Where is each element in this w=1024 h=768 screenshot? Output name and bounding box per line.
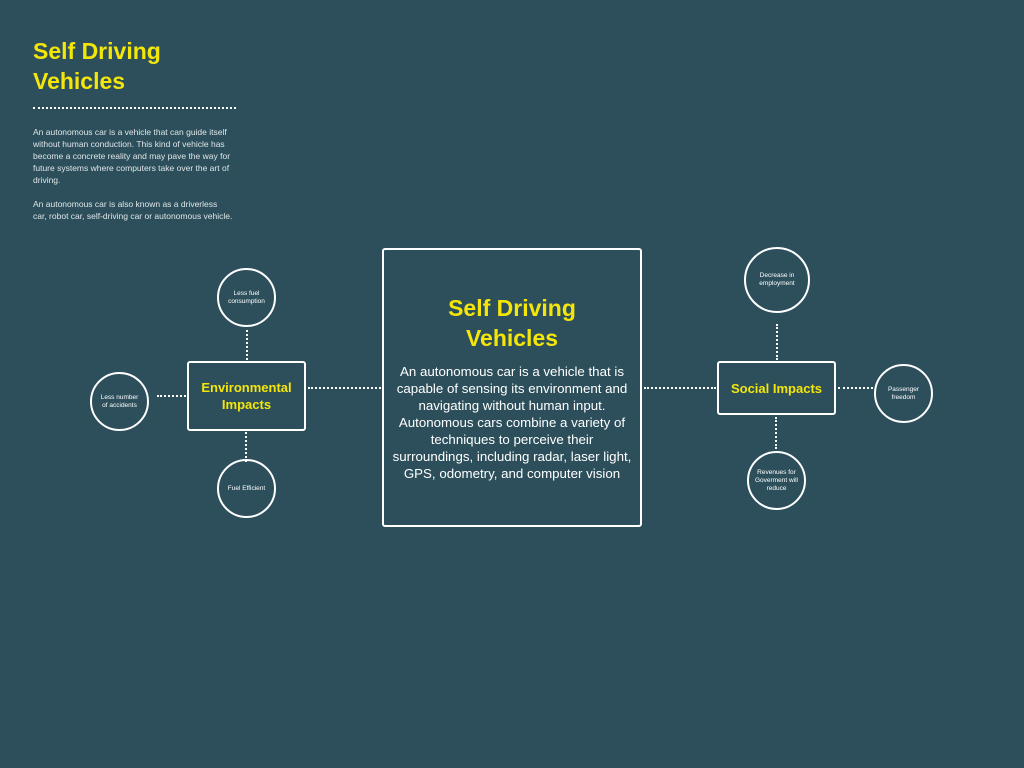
fuel-efficient-label: Fuel Efficient: [227, 484, 266, 492]
connector-env-center: [308, 387, 381, 389]
intro-paragraph-2: An autonomous car is also known as a dri…: [33, 199, 233, 221]
environmental-impacts-box: Environmental Impacts: [187, 361, 306, 431]
connector-env-top: [246, 330, 248, 360]
social-impacts-label: Social Impacts: [730, 380, 823, 396]
connector-center-social: [644, 387, 716, 389]
connector-social-top: [776, 324, 778, 360]
less-accidents-label: Less number of accidents: [100, 393, 139, 409]
intro-text: An autonomous car is a vehicle that can …: [33, 126, 233, 234]
social-impacts-box: Social Impacts: [717, 361, 836, 415]
title-divider: [33, 107, 236, 109]
government-revenue-label: Revenues for Goverment will reduce: [755, 468, 798, 492]
page-title: Self Driving Vehicles: [33, 38, 161, 94]
passenger-freedom-node: Passenger freedom: [874, 364, 933, 423]
environmental-impacts-label: Environmental Impacts: [201, 380, 292, 412]
central-topic-box: Self Driving Vehicles An autonomous car …: [382, 248, 642, 527]
connector-env-left: [157, 395, 186, 397]
central-topic-description: An autonomous car is a vehicle that is c…: [392, 364, 632, 481]
central-topic-title: Self Driving Vehicles: [448, 295, 576, 351]
passenger-freedom-label: Passenger freedom: [887, 385, 920, 401]
less-fuel-consumption-node: Less fuel consumption: [217, 268, 276, 327]
connector-env-bottom: [245, 432, 247, 462]
government-revenue-node: Revenues for Goverment will reduce: [747, 451, 806, 510]
less-fuel-consumption-label: Less fuel consumption: [228, 289, 265, 305]
decrease-employment-node: Decrease in employment: [744, 247, 810, 313]
decrease-employment-label: Decrease in employment: [759, 272, 795, 287]
connector-social-right: [838, 387, 873, 389]
less-accidents-node: Less number of accidents: [90, 372, 149, 431]
connector-social-bottom: [775, 417, 777, 449]
intro-paragraph-1: An autonomous car is a vehicle that can …: [33, 127, 231, 185]
fuel-efficient-node: Fuel Efficient: [217, 459, 276, 518]
